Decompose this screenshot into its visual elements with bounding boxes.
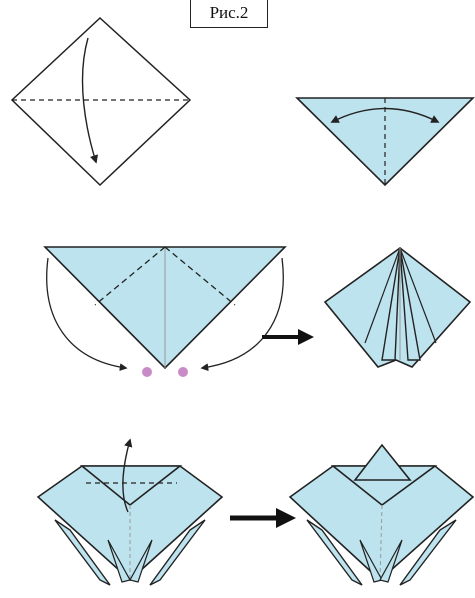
fold-right-arrow-icon	[200, 257, 284, 372]
right-dot-marker	[178, 367, 188, 377]
step-3-triangle	[43, 246, 287, 377]
step-2-triangle	[295, 97, 475, 187]
figure-caption: Рис.2	[190, 0, 268, 28]
fold-arrow-icon	[81, 37, 99, 164]
step-4-kite	[323, 247, 472, 368]
left-dot-marker	[142, 367, 152, 377]
step-5-form	[36, 438, 224, 586]
next-step-arrow-icon-2	[230, 508, 296, 528]
double-arrow-icon	[330, 107, 440, 123]
step-1-diamond	[10, 16, 192, 187]
step-6-finished	[288, 443, 475, 586]
fold-left-arrow-icon	[46, 257, 128, 371]
fold-up-arrow-icon	[122, 438, 133, 513]
next-step-arrow-icon	[262, 329, 314, 345]
